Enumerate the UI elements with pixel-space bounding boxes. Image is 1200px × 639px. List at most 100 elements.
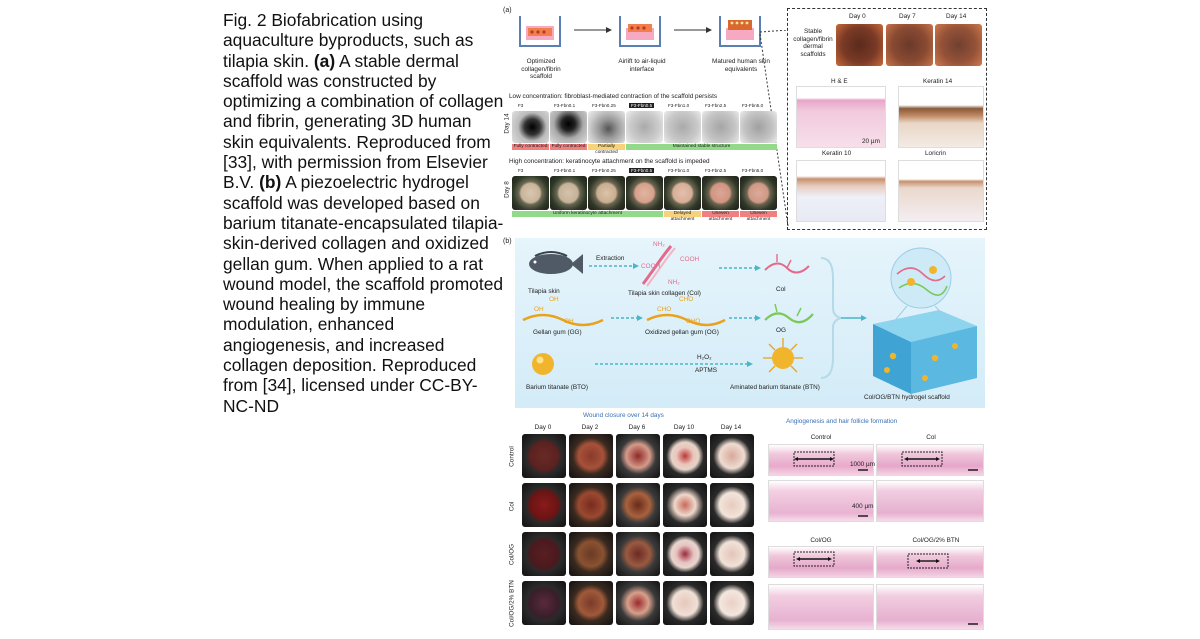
day-label-7: Day 7 <box>899 13 916 20</box>
high-photo-2 <box>550 176 587 210</box>
caption-lead: Fig. 2 Biofabrication using aquaculture … <box>223 10 474 71</box>
figure-caption: Fig. 2 Biofabrication using aquaculture … <box>223 10 505 416</box>
angio-group-col: Col <box>926 434 936 441</box>
low-cond-2: F3-Fbn0.25 <box>592 103 616 108</box>
angiogenesis-title: Angiogenesis and hair follicle formation <box>786 418 898 425</box>
histology-col-detail <box>876 480 984 522</box>
panel-b-label: (b) <box>503 238 512 245</box>
wound-photo-btn-d0 <box>522 581 566 625</box>
transwell-2 <box>619 16 661 47</box>
col-label: Col <box>776 286 786 293</box>
wound-day-6: Day 6 <box>628 424 646 431</box>
wound-row-col: Col <box>508 501 516 512</box>
histology-col-overview <box>876 444 984 476</box>
collagen-arrow-icon <box>719 265 761 271</box>
high-cond-3: F3-Fbn0.5 <box>629 168 655 173</box>
stain-k10-label: Keratin 10 <box>822 150 852 157</box>
magnified-sphere-icon <box>886 247 956 331</box>
og-label: OG <box>776 327 786 334</box>
high-cond-5: F3-Fbn2.5 <box>705 168 727 173</box>
wound-photo-btn-d6 <box>616 581 660 625</box>
histology-colog-detail <box>768 584 874 630</box>
cho-label-2: CHO <box>657 306 672 313</box>
bto-label: Barium titanate (BTO) <box>526 384 589 391</box>
wound-photo-colog-d6 <box>616 532 660 576</box>
low-cond-6: F3-Fbn5.0 <box>742 103 764 108</box>
wound-photo-grid <box>522 434 762 639</box>
tilapia-skin-label: Tilapia skin <box>528 288 560 295</box>
step-3-label: Matured human skin equivalents <box>712 58 770 73</box>
k14-histology-image <box>898 86 984 148</box>
gellan-chain-icon <box>522 313 604 327</box>
histology-btn-overview <box>876 546 984 578</box>
low-photo-1 <box>512 111 549 143</box>
wound-photo-colog-d10 <box>663 532 707 576</box>
scale-label-1000: 1000 µm <box>850 461 875 468</box>
step-1-label: Optimized collagen/fibrin scaffold <box>521 58 561 80</box>
wound-photo-btn-d14 <box>710 581 754 625</box>
high-status-3: Uneven attachment <box>740 211 777 222</box>
low-cond-1: F3-Fbn0.1 <box>554 103 576 108</box>
k10-histology-image <box>796 160 886 222</box>
wound-day-0: Day 0 <box>534 424 552 431</box>
high-photo-1 <box>512 176 549 210</box>
caption-b-text: A piezoelectric hydrogel scaffold was de… <box>223 172 504 416</box>
wound-photo-col-d10 <box>663 483 707 527</box>
hydrogel-cube-icon <box>873 310 977 394</box>
wound-photo-colog-d2 <box>569 532 613 576</box>
wound-photo-col-d14 <box>710 483 754 527</box>
low-photo-7 <box>740 111 777 143</box>
oh-label-1: OH <box>549 296 559 303</box>
high-concentration-title: High concentration: keratinocyte attachm… <box>509 158 710 165</box>
high-cond-4: F3-Fbn1.0 <box>668 168 690 173</box>
nh2-bottom-label: NH₂ <box>668 279 680 286</box>
high-cond-0: F3 <box>518 168 524 173</box>
og-strand-icon <box>764 303 814 324</box>
wound-photo-colog-d0 <box>522 532 566 576</box>
low-photo-3 <box>588 111 625 143</box>
wound-photo-control-d6 <box>616 434 660 478</box>
histology-btn-detail <box>876 584 984 630</box>
angio-group-control: Control <box>810 434 832 441</box>
high-photo-5 <box>664 176 701 210</box>
cooh-left-label: COOH <box>641 263 661 270</box>
scale-label-400: 400 µm <box>852 503 874 510</box>
histology-dashed-box <box>787 8 987 230</box>
wound-photo-btn-d10 <box>663 581 707 625</box>
col-strand-icon <box>764 254 810 274</box>
high-row-label: Day 8 <box>503 181 511 198</box>
high-status-1: Delayed attachment <box>664 211 701 222</box>
wound-photo-col-d2 <box>569 483 613 527</box>
angio-group-colog-btn: Col/OG/2% BTN <box>912 537 960 544</box>
high-cond-2: F3-Fbn0.25 <box>592 168 616 173</box>
high-photo-7 <box>740 176 777 210</box>
wound-row-colog-btn: Col/OG/2% BTN <box>508 580 516 627</box>
oh-label-3: OH <box>564 318 574 325</box>
arrow-1 <box>574 27 612 33</box>
high-cond-6: F3-Fbn5.0 <box>742 168 764 173</box>
low-status-2: Partially contracted <box>588 144 625 155</box>
synthesis-diagram-drawing <box>522 245 977 394</box>
aptms-label: APTMS <box>695 367 718 374</box>
low-cond-4: F3-Fbn1.0 <box>668 103 690 108</box>
wound-day-2: Day 2 <box>581 424 599 431</box>
caption-b-label: (b) <box>259 172 282 193</box>
collagen-helix-icon <box>641 245 676 287</box>
stain-k14-label: Keratin 14 <box>923 78 953 85</box>
oxidation-arrow-icon <box>611 315 643 321</box>
low-status-1: Fully contracted <box>550 144 587 150</box>
amination-arrow-icon <box>595 361 753 367</box>
high-status-0: Uniform keratinocyte attachment <box>512 211 663 217</box>
histology-colog-overview <box>768 546 874 578</box>
wound-photo-control-d2 <box>569 434 613 478</box>
wound-closure-title: Wound closure over 14 days <box>583 412 664 419</box>
high-cond-1: F3-Fbn0.1 <box>554 168 576 173</box>
og-chain-icon <box>646 313 726 327</box>
caption-a-text: A stable dermal scaffold was constructed… <box>223 50 504 193</box>
low-status-3: Maintained stable structure <box>626 144 777 150</box>
transwell-1 <box>519 16 561 47</box>
stain-loricrin-label: Loricrin <box>925 150 946 157</box>
step-2-label: Airlift to air-liquid interface <box>618 58 666 73</box>
arrow-2 <box>674 27 712 33</box>
caption-a-label: (a) <box>313 50 336 71</box>
